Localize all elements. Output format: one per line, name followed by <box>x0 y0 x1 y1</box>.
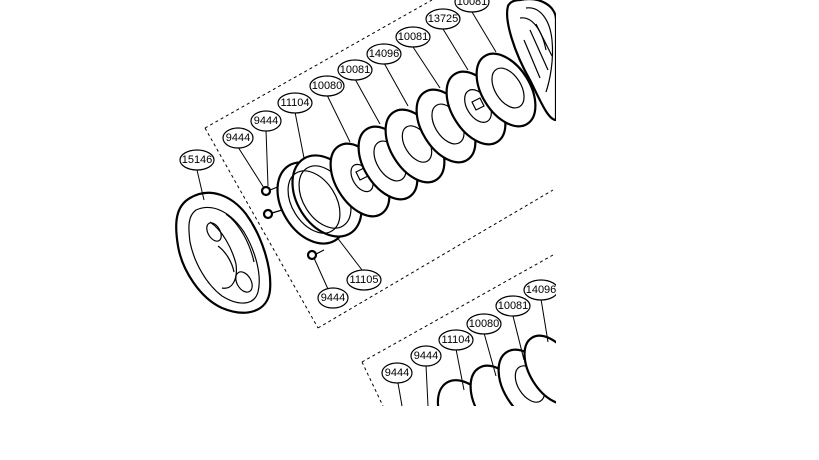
label-10081-a: 10081 <box>337 59 373 81</box>
label-10081-c-text: 10081 <box>457 0 488 8</box>
label-11104-text: 11104 <box>281 97 310 109</box>
label-13725: 13725 <box>425 8 461 30</box>
side-plate-15146 <box>175 191 272 314</box>
label-bottom-10081-text: 10081 <box>498 300 529 312</box>
leader-lines <box>196 11 549 407</box>
label-bottom-14096: 14096 <box>523 279 559 301</box>
label-9444-lower-text: 9444 <box>321 292 345 304</box>
label-9444-lower: 9444 <box>317 287 349 309</box>
label-10081-b-text: 10081 <box>398 31 429 43</box>
label-9444-upper-1-text: 9444 <box>226 132 250 144</box>
label-10081-a-text: 10081 <box>340 64 371 76</box>
label-bottom-9444-a-text: 9444 <box>385 367 409 379</box>
label-11105-text: 11105 <box>350 274 379 286</box>
screw-upper-1 <box>260 185 281 197</box>
label-bottom-9444-b: 9444 <box>410 345 442 367</box>
label-14096: 14096 <box>366 43 402 65</box>
label-15146: 15146 <box>179 149 215 171</box>
upper-group-boundary <box>204 0 554 329</box>
label-11104: 11104 <box>277 92 313 114</box>
drag-gear <box>506 0 558 122</box>
screw-lower <box>306 249 325 261</box>
label-11105: 11105 <box>346 269 382 291</box>
label-bottom-10080-text: 10080 <box>469 318 500 330</box>
label-bottom-10081: 10081 <box>495 295 531 317</box>
label-10080: 10080 <box>309 75 345 97</box>
label-9444-upper-2: 9444 <box>250 110 282 132</box>
lower-group-boundary <box>361 254 554 407</box>
label-15146-text: 15146 <box>182 154 213 166</box>
label-bottom-9444-a: 9444 <box>381 362 413 384</box>
label-bottom-9444-b-text: 9444 <box>414 350 438 362</box>
washer-10081-c <box>475 52 537 128</box>
label-bottom-11104: 11104 <box>438 329 474 351</box>
label-10081-b: 10081 <box>395 26 431 48</box>
label-10080-text: 10080 <box>312 80 343 92</box>
label-bottom-11104-text: 11104 <box>442 334 471 346</box>
label-14096-text: 14096 <box>369 48 400 60</box>
label-bottom-14096-text: 14096 <box>526 284 557 296</box>
label-bottom-10080: 10080 <box>466 313 502 335</box>
label-9444-upper-1: 9444 <box>222 127 254 149</box>
label-9444-upper-2-text: 9444 <box>254 115 278 127</box>
screw-upper-2 <box>262 208 283 220</box>
right-edge-crop <box>556 0 819 460</box>
label-13725-text: 13725 <box>428 13 459 25</box>
label-10081-c: 10081 <box>454 0 490 13</box>
